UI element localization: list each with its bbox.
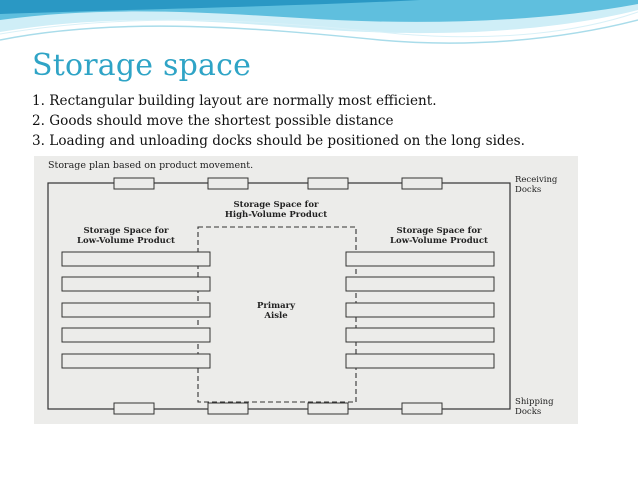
header-wave-decoration — [0, 0, 638, 44]
storage-rack-right — [345, 353, 495, 369]
primary-aisle-label: Aisle — [263, 311, 288, 321]
shipping-dock — [401, 402, 443, 415]
storage-rack-left — [61, 302, 211, 318]
receiving-dock — [207, 177, 249, 190]
low-volume-left-label: Storage Space for — [84, 226, 169, 236]
storage-rack-left — [61, 327, 211, 343]
storage-plan-figure: Storage plan based on product movement. … — [34, 156, 578, 424]
primary-aisle-label: Primary — [257, 301, 296, 311]
receiving-dock — [113, 177, 155, 190]
storage-rack-right — [345, 327, 495, 343]
high-volume-label: Storage Space for — [234, 200, 319, 210]
shipping-dock — [307, 402, 349, 415]
storage-rack-right — [345, 251, 495, 267]
bullet-item: 2. Goods should move the shortest possib… — [32, 113, 394, 129]
low-volume-right-label: Low-Volume Product — [390, 236, 488, 246]
storage-rack-left — [61, 353, 211, 369]
storage-plan-diagram: Storage plan based on product movement. … — [47, 160, 558, 417]
storage-rack-left — [61, 276, 211, 292]
high-volume-label: High-Volume Product — [225, 210, 327, 220]
low-volume-left-label: Low-Volume Product — [77, 236, 175, 246]
receiving-docks-label: Receiving — [515, 175, 558, 185]
shipping-dock — [207, 402, 249, 415]
building-outline — [47, 182, 511, 410]
receiving-docks-label: Docks — [515, 185, 541, 195]
bullet-item: 3. Loading and unloading docks should be… — [32, 133, 525, 149]
slide-title: Storage space — [32, 48, 252, 83]
receiving-dock — [307, 177, 349, 190]
figure-caption: Storage plan based on product movement. — [48, 160, 253, 171]
bullet-list: 1. Rectangular building layout are norma… — [32, 91, 525, 151]
storage-rack-right — [345, 302, 495, 318]
bullet-item: 1. Rectangular building layout are norma… — [32, 93, 437, 109]
storage-rack-right — [345, 276, 495, 292]
shipping-dock — [113, 402, 155, 415]
shipping-docks-label: Docks — [515, 407, 541, 417]
receiving-dock — [401, 177, 443, 190]
storage-rack-left — [61, 251, 211, 267]
low-volume-right-label: Storage Space for — [397, 226, 482, 236]
shipping-docks-label: Shipping — [515, 397, 554, 407]
